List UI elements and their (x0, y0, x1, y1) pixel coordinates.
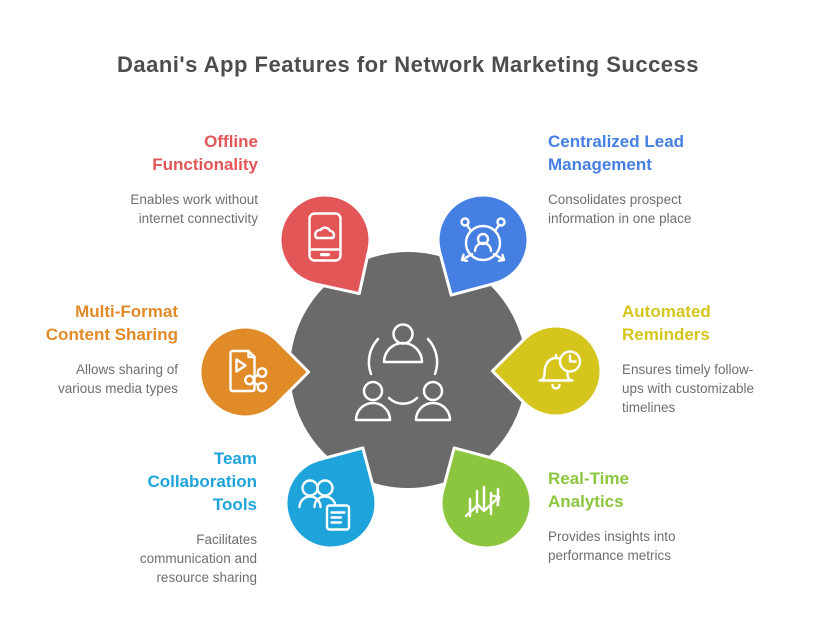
petal-offline-functionality (278, 193, 372, 296)
feature-centralized-lead-management: Centralized Lead Management Consolidates… (548, 130, 691, 228)
feature-title: Automated Reminders (622, 302, 711, 344)
feature-title: Centralized Lead Management (548, 132, 685, 174)
watermark-cover (672, 597, 816, 636)
feature-title: Offline Functionality (152, 132, 258, 174)
feature-description: Ensures timely follow- ups with customiz… (622, 362, 755, 415)
center-hub (290, 252, 526, 488)
petal-real-time-analytics (439, 446, 533, 550)
feature-team-collaboration-tools: Team Collaboration Tools Facilitates com… (140, 447, 257, 587)
feature-title: Real-Time Analytics (548, 469, 629, 511)
feature-description: Enables work without internet connectivi… (130, 192, 258, 226)
feature-real-time-analytics: Real-Time Analytics Provides insights in… (548, 467, 676, 565)
analytics-chart-icon (464, 485, 501, 518)
bell-clock-icon (538, 350, 582, 390)
page-title: Daani's App Features for Network Marketi… (116, 52, 700, 77)
petal-automated-reminders (490, 324, 603, 418)
feature-description: Provides insights into performance metri… (548, 529, 676, 563)
feature-offline-functionality: Offline Functionality Enables work witho… (130, 130, 258, 228)
feature-description: Allows sharing of various media types (57, 362, 178, 396)
smartphone-cloud-icon (308, 212, 342, 262)
team-document-icon (298, 479, 351, 531)
feature-multi-format-content-sharing: Multi-Format Content Sharing Allows shar… (46, 300, 178, 398)
feature-title: Team Collaboration Tools (147, 449, 257, 514)
feature-description: Facilitates communication and resource s… (139, 532, 257, 585)
feature-title: Multi-Format Content Sharing (45, 302, 178, 344)
media-file-share-icon (229, 349, 268, 393)
feature-automated-reminders: Automated Reminders Ensures timely follo… (622, 300, 754, 417)
team-connection-icon (354, 323, 452, 422)
lead-network-icon (460, 217, 506, 262)
feature-description: Consolidates prospect information in one… (548, 192, 692, 226)
